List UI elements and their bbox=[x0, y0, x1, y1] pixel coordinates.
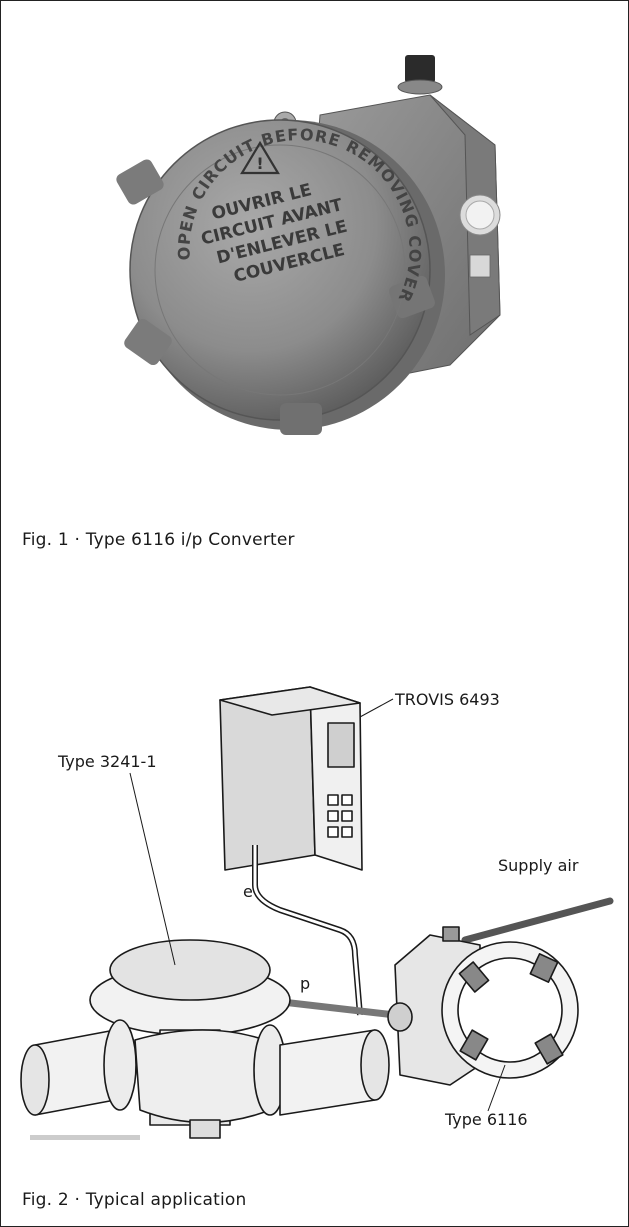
svg-text:!: ! bbox=[256, 154, 263, 173]
label-supply-air: Supply air bbox=[498, 856, 579, 875]
figure-1-caption: Fig. 1 · Type 6116 i/p Converter bbox=[22, 530, 295, 550]
figure-2-caption: Fig. 2 · Typical application bbox=[22, 1190, 247, 1210]
converter-photo: ! OPEN CIRCUIT BEFORE REMOVING COVER OUV… bbox=[116, 55, 501, 435]
valve-body bbox=[30, 1135, 140, 1140]
converter-6116 bbox=[387, 926, 579, 1086]
label-trovis: TROVIS 6493 bbox=[394, 690, 500, 709]
valve-piping bbox=[20, 1019, 390, 1139]
label-e: e bbox=[243, 882, 253, 901]
label-type-3241: Type 3241-1 bbox=[57, 752, 157, 771]
converter-cover: ! OPEN CIRCUIT BEFORE REMOVING COVER OUV… bbox=[116, 119, 445, 435]
trovis-controller bbox=[219, 686, 363, 871]
label-p: p bbox=[300, 974, 310, 993]
label-type-6116: Type 6116 bbox=[444, 1110, 528, 1129]
application-diagram: TROVIS 6493 Type 3241-1 Supply air e p T… bbox=[30, 686, 614, 1140]
